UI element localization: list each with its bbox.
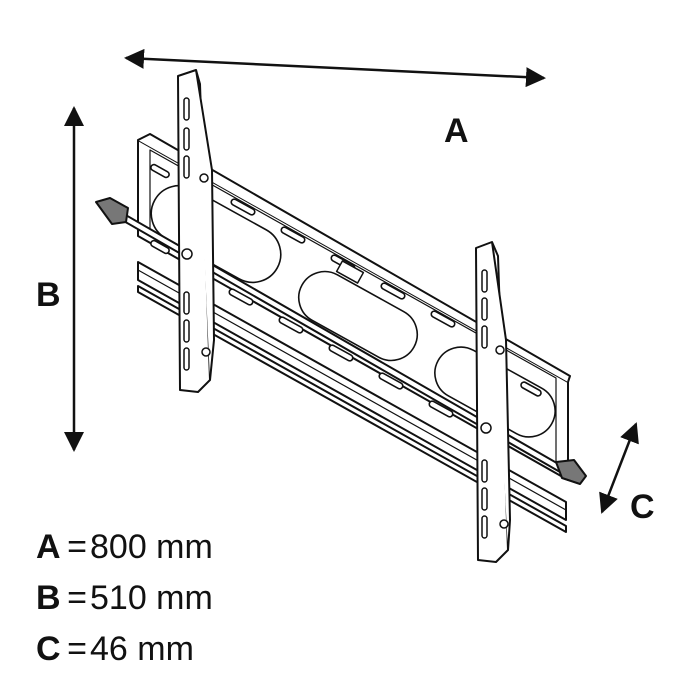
dimension-arrow-a (124, 48, 546, 88)
legend-value: 800 mm (90, 528, 213, 566)
vertical-arm-left (177, 69, 215, 393)
legend-key: B (36, 579, 61, 617)
rod-knob-right (555, 459, 587, 485)
vertical-arm-right (475, 241, 511, 563)
legend-value: 46 mm (90, 630, 194, 668)
rod-knob-left (95, 197, 129, 225)
legend-value: 510 mm (90, 579, 213, 617)
dimension-arrow-c (599, 422, 639, 514)
legend-key: C (36, 630, 61, 668)
dimension-label-b: B (36, 276, 61, 314)
legend-equals: = (67, 579, 87, 617)
legend-row-c: C = 46 mm (36, 630, 213, 681)
legend-equals: = (67, 528, 87, 566)
legend-key: A (36, 528, 61, 566)
wall-mount-bracket (95, 69, 587, 563)
legend-row-a: A = 800 mm (36, 528, 213, 579)
dimensions-legend: A = 800 mm B = 510 mm C = 46 mm (36, 528, 213, 681)
legend-equals: = (67, 630, 87, 668)
dimension-label-c: C (630, 488, 655, 526)
lower-rail (137, 261, 567, 521)
dimension-label-a: A (444, 112, 469, 150)
legend-row-b: B = 510 mm (36, 579, 213, 630)
